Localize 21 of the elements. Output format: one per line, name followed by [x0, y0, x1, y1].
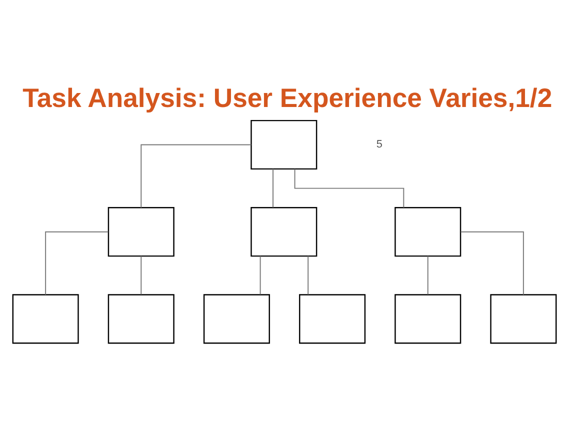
node-box	[299, 294, 366, 344]
connector	[45, 230, 109, 295]
node-box	[108, 206, 174, 256]
diagram-title: Task Analysis: User Experience Varies,1/2	[22, 82, 552, 112]
node-box	[250, 119, 318, 170]
node-box	[12, 294, 79, 344]
connector	[308, 255, 309, 294]
connector	[427, 255, 428, 294]
node-box	[108, 294, 174, 344]
label: 5	[376, 138, 382, 150]
connector	[272, 168, 274, 208]
connector	[294, 168, 404, 208]
connector	[140, 255, 142, 294]
node-box	[250, 206, 318, 256]
connector	[260, 255, 261, 294]
node-box	[394, 206, 462, 256]
node-box	[203, 294, 270, 344]
connector	[460, 230, 524, 295]
node-box	[490, 294, 557, 344]
connector	[140, 144, 252, 208]
node-box	[394, 294, 462, 344]
